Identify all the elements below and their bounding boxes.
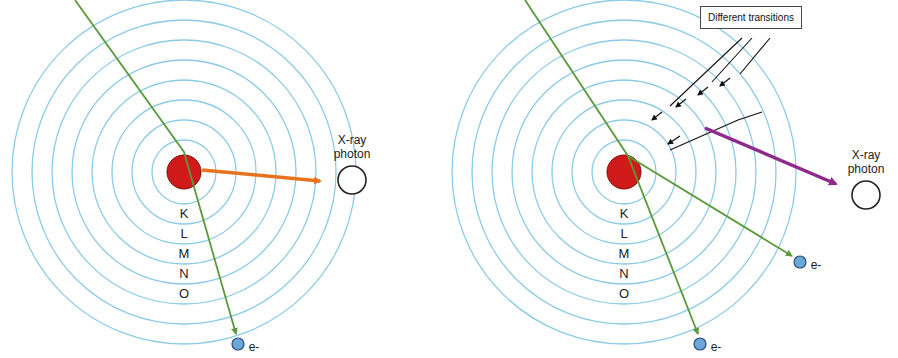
- shell-letter: M: [177, 247, 192, 262]
- electron-label: e-: [811, 259, 822, 273]
- shell-letter: M: [617, 247, 632, 262]
- electron-shell: [452, 0, 796, 344]
- shell-letter: O: [617, 287, 631, 302]
- electron-label: e-: [249, 341, 260, 355]
- electron-shell: [492, 40, 756, 304]
- photon-label: X-ray photon: [840, 149, 892, 177]
- electron-shell: [472, 20, 776, 324]
- shell-letter: L: [618, 227, 629, 242]
- shell-letter: K: [178, 207, 191, 222]
- electron-shell: [52, 40, 316, 304]
- electron-shell: [72, 60, 296, 284]
- callout-text: Different transitions: [708, 12, 794, 23]
- electron-shell: [532, 80, 716, 264]
- electron-shell: [12, 0, 356, 344]
- shell-letter: N: [177, 267, 190, 282]
- shell-letter: O: [177, 287, 191, 302]
- shell-letter: K: [618, 207, 631, 222]
- electron-label: e-: [711, 341, 722, 355]
- electron-shell: [92, 80, 276, 264]
- shell-letter: N: [617, 267, 630, 282]
- electron-shell: [572, 120, 676, 224]
- photon-label: X-ray photon: [326, 134, 378, 162]
- shell-letter: L: [178, 227, 189, 242]
- electron-shell: [512, 60, 736, 284]
- electron-shell: [32, 20, 336, 324]
- callout-box: Different transitions: [700, 6, 802, 29]
- electron-shell: [552, 100, 696, 244]
